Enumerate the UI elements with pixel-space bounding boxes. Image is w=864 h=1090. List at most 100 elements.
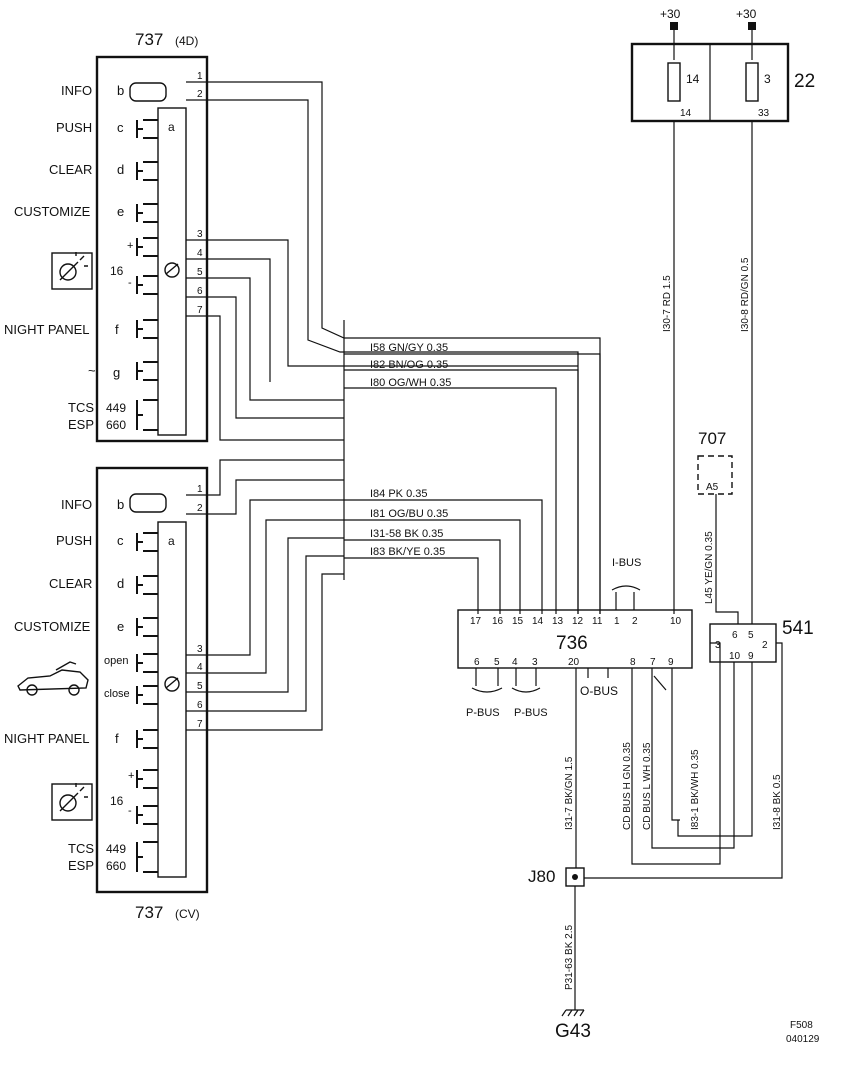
pin736-8: 8 — [630, 657, 636, 668]
btn-cv-minus: - — [128, 805, 132, 817]
btn-4d-night-letter: f — [115, 322, 119, 337]
pin736-15: 15 — [512, 616, 524, 627]
btn-4d-16-letter: 16 — [110, 264, 124, 278]
pin736-12: 12 — [572, 616, 584, 627]
btn-4d-push-label: PUSH — [56, 120, 92, 135]
pin736-11: 11 — [592, 616, 603, 627]
wire-i80: I80 OG/WH 0.35 — [370, 377, 451, 389]
pbus1-label: P-BUS — [466, 707, 500, 719]
btn-cv-push-label: PUSH — [56, 533, 92, 548]
module-736-frame — [457, 609, 693, 669]
btn-cv-tcs-label: TCS — [68, 841, 94, 856]
pin736-9: 9 — [668, 657, 674, 668]
btn-4d-clear-label: CLEAR — [49, 162, 92, 177]
ground-g43-id: G43 — [555, 1021, 591, 1042]
component-707-pin: A5 — [706, 482, 719, 493]
pin-cv-3: 3 — [197, 644, 203, 655]
pin736-10: 10 — [670, 616, 682, 627]
dimmer-icon-cv — [51, 783, 93, 821]
pin-cv-7: 7 — [197, 719, 203, 730]
wire-p31-63: P31-63 BK 2.5 — [564, 925, 575, 990]
pin736-5: 5 — [494, 657, 500, 668]
supply-2: +30 — [736, 7, 757, 21]
footer-code: F508 — [790, 1020, 813, 1031]
pin-4d-4: 4 — [197, 248, 203, 259]
pin736-1: 1 — [614, 616, 620, 627]
pin-cv-6: 6 — [197, 700, 203, 711]
module-737-cv-variant: (CV) — [175, 907, 200, 921]
pin736-7: 7 — [650, 657, 656, 668]
wire-i83: I83 BK/YE 0.35 — [370, 546, 445, 558]
btn-cv-info-label: INFO — [61, 497, 92, 512]
component-707-id: 707 — [698, 429, 726, 448]
module-737-4d-inner — [157, 107, 187, 436]
wire-i83-1: I83-1 BK/WH 0.35 — [690, 749, 701, 830]
pin-cv-1: 1 — [197, 484, 203, 495]
btn-cv-customize-label: CUSTOMIZE — [14, 619, 91, 634]
pin736-3: 3 — [532, 657, 538, 668]
footer-date: 040129 — [786, 1034, 820, 1045]
pin736-6: 6 — [474, 657, 480, 668]
btn-4d-clear-letter: d — [117, 162, 124, 177]
pin541-2: 2 — [762, 640, 768, 651]
btn-cv-plus: + — [128, 770, 134, 782]
btn-4d-customize-letter: e — [117, 204, 124, 219]
wires-lower-right — [575, 642, 783, 879]
pin-4d-6: 6 — [197, 286, 203, 297]
switches-cv — [136, 532, 158, 873]
btn-4d-tcs-letter: 449 — [106, 401, 126, 415]
btn-cv-night-letter: f — [115, 731, 119, 746]
btn-4d-info-label: INFO — [61, 83, 92, 98]
pin736-17: 17 — [470, 616, 482, 627]
pin736-4: 4 — [512, 657, 518, 668]
module-737-cv-id: 737 — [135, 903, 163, 922]
wire-i82: I82 BN/OG 0.35 — [370, 359, 448, 371]
button-labels-4d: INFO b PUSH c CLEAR d CUSTOMIZE e 16 NIG… — [4, 83, 133, 432]
pin736-13: 13 — [552, 616, 564, 627]
module-737-4d-variant: (4D) — [175, 34, 198, 48]
component-707: 707 A5 — [697, 429, 739, 624]
module-736: 736 17 16 15 14 13 12 11 1 2 10 6 5 4 3 … — [457, 609, 693, 669]
splice-j80-id: J80 — [528, 867, 555, 886]
btn-4d-plus: + — [127, 240, 133, 252]
pin736-16: 16 — [492, 616, 504, 627]
wire-l45: L45 YE/GN 0.35 — [704, 531, 715, 604]
pbus2-label: P-BUS — [514, 707, 548, 719]
btn-4d-esp-letter: 660 — [106, 418, 126, 432]
wire-i84: I84 PK 0.35 — [370, 488, 428, 500]
module-541-id: 541 — [782, 618, 814, 639]
switches-4d — [136, 119, 158, 431]
btn-4d-g-letter: g — [113, 365, 120, 380]
pin541-9: 9 — [748, 651, 754, 662]
btn-cv-night-label: NIGHT PANEL — [4, 731, 89, 746]
pins-737-4d: 1 2 3 4 5 6 7 — [197, 71, 203, 316]
bus-labels: I-BUS P-BUS P-BUS O-BUS — [466, 557, 641, 719]
pin736-2: 2 — [632, 616, 638, 627]
btn-cv-esp-label: ESP — [68, 858, 94, 873]
btn-cv-clear-label: CLEAR — [49, 576, 92, 591]
btn-4d-push-letter: c — [117, 120, 124, 135]
module-737-4d-inner-label: a — [168, 120, 175, 134]
rheostat-4d — [164, 262, 180, 278]
wire-i31-8: I31-8 BK 0.5 — [772, 774, 783, 830]
module-737-cv-frame — [95, 466, 209, 894]
pin736-20: 20 — [568, 657, 580, 668]
wire-i31-58: I31-58 BK 0.35 — [370, 528, 443, 540]
module-737-cv-inner-label: a — [168, 534, 175, 548]
info-lamp-cv — [129, 493, 167, 513]
rheostat-cv — [164, 676, 180, 692]
pin-4d-3: 3 — [197, 229, 203, 240]
btn-cv-tcs-letter: 449 — [106, 842, 126, 856]
pin541-6: 6 — [732, 630, 738, 641]
pin-cv-2: 2 — [197, 503, 203, 514]
fuse-box-id: 22 — [794, 71, 815, 92]
fuse-box-22: +30 +30 14 3 14 33 22 — [630, 7, 815, 624]
pin541-3: 3 — [715, 640, 721, 651]
module-737-4d-id: 737 — [135, 30, 163, 49]
button-labels-cv: INFO b PUSH c CLEAR d CUSTOMIZE e open c… — [4, 497, 134, 873]
fuse-1-pin: 14 — [680, 108, 692, 119]
btn-cv-esp-letter: 660 — [106, 859, 126, 873]
btn-4d-minus: - — [128, 277, 132, 289]
btn-cv-open-letter: open — [104, 655, 128, 667]
fuse-3-body — [745, 62, 759, 102]
